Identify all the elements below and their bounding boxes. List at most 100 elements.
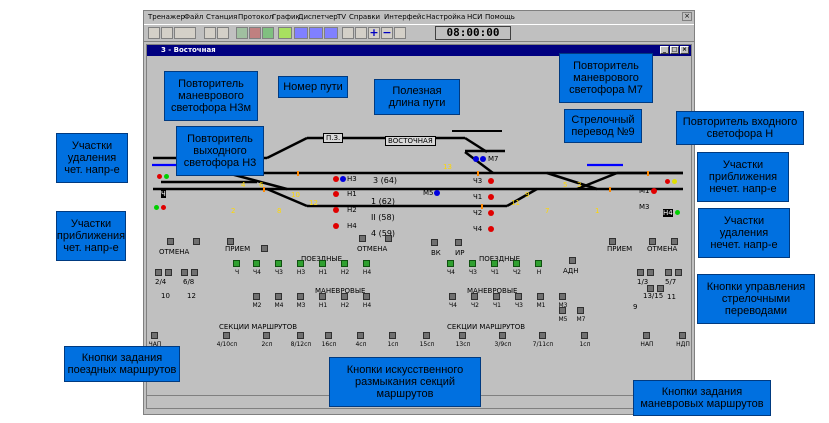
toolbar-button-1[interactable]: [148, 27, 160, 39]
signal-ch2-red[interactable]: [488, 210, 494, 216]
sw-btn-8[interactable]: [675, 269, 682, 276]
signal-n-red[interactable]: [651, 188, 657, 194]
sec-btn-1[interactable]: [389, 332, 396, 339]
menu-item-tv[interactable]: TV: [337, 13, 347, 21]
toolbar-button-6[interactable]: [236, 27, 248, 39]
shunt-btn-r-ch1[interactable]: [493, 293, 500, 300]
shunt-btn-m3[interactable]: [297, 293, 304, 300]
sec-btn-3-9[interactable]: [499, 332, 506, 339]
cancel-btn-1[interactable]: [359, 235, 366, 242]
sec-btn-2[interactable]: [263, 332, 270, 339]
toolbar-button-13[interactable]: [342, 27, 354, 39]
signal-ch1-red[interactable]: [488, 194, 494, 200]
sw-btn-2[interactable]: [165, 269, 172, 276]
signal-m7-blue-2[interactable]: [480, 156, 486, 162]
shunt-btn-r-m1[interactable]: [537, 293, 544, 300]
train-btn-n2[interactable]: [341, 260, 348, 267]
sig-ch-green-2[interactable]: [154, 205, 159, 210]
signal-n4-red[interactable]: [333, 223, 339, 229]
priem-btn-right[interactable]: [609, 238, 616, 245]
sec-btn-15[interactable]: [423, 332, 430, 339]
sw-btn-3[interactable]: [181, 269, 188, 276]
shunt-btn-r-ch3[interactable]: [515, 293, 522, 300]
sec-btn-ndp[interactable]: [679, 332, 686, 339]
signal-n3-red[interactable]: [333, 176, 339, 182]
shunt-btn-n2[interactable]: [341, 293, 348, 300]
close-icon[interactable]: ×: [680, 46, 689, 54]
shunt-btn-r-m3[interactable]: [559, 293, 566, 300]
cancel-btn-right-1[interactable]: [649, 238, 656, 245]
shunt-btn-r-m5[interactable]: [559, 307, 566, 314]
app-close-icon[interactable]: ×: [682, 12, 692, 21]
sec-btn-13[interactable]: [459, 332, 466, 339]
toolbar-button-8[interactable]: [262, 27, 274, 39]
priem-btn-left[interactable]: [227, 238, 234, 245]
sec-btn-16[interactable]: [325, 332, 332, 339]
sw-btn-10[interactable]: [657, 285, 664, 292]
toolbar-button-14[interactable]: [394, 27, 406, 39]
signal-n3-blue[interactable]: [340, 176, 346, 182]
sec-btn-4[interactable]: [357, 332, 364, 339]
adn-button[interactable]: [569, 257, 576, 264]
menu-item-interface[interactable]: Интерфейс: [384, 13, 426, 21]
shunt-btn-r-m7[interactable]: [577, 307, 584, 314]
train-btn-r-ch3[interactable]: [469, 260, 476, 267]
signal-ch3-red[interactable]: [488, 178, 494, 184]
signal-m7-blue[interactable]: [473, 156, 479, 162]
cancel-btn-right-2[interactable]: [671, 238, 678, 245]
menu-item-info[interactable]: Справки: [349, 13, 381, 21]
toolbar-button-4[interactable]: [204, 27, 216, 39]
train-btn-ch4[interactable]: [253, 260, 260, 267]
train-btn-ch3[interactable]: [275, 260, 282, 267]
menu-item-graph[interactable]: График: [272, 13, 300, 21]
sec-btn-nap[interactable]: [643, 332, 650, 339]
sw-btn-7[interactable]: [665, 269, 672, 276]
train-btn-r-ch4[interactable]: [447, 260, 454, 267]
menu-item-protocol[interactable]: Протокол: [238, 13, 274, 21]
menu-item-trainer[interactable]: Тренажер: [148, 13, 185, 21]
sec-btn-7-11[interactable]: [539, 332, 546, 339]
toolbar-button-3[interactable]: [174, 27, 196, 39]
cancel-btn-left-2[interactable]: [193, 238, 200, 245]
sec-btn-4-10[interactable]: [223, 332, 230, 339]
cancel-btn-left-1[interactable]: [167, 238, 174, 245]
signal-n2-red[interactable]: [333, 207, 339, 213]
zoom-out-icon[interactable]: −: [381, 26, 393, 39]
adn-btn-left[interactable]: [261, 245, 268, 252]
maximize-icon[interactable]: □: [670, 46, 679, 54]
ps-button[interactable]: П.З.: [323, 133, 344, 143]
signal-ch4-red[interactable]: [488, 226, 494, 232]
sig-ch-green-1[interactable]: [164, 174, 169, 179]
vk-button[interactable]: [431, 239, 438, 246]
sig-n-green-2[interactable]: [675, 210, 680, 215]
ir-button[interactable]: [455, 239, 462, 246]
shunt-btn-r-ch4[interactable]: [449, 293, 456, 300]
toolbar-button-7[interactable]: [249, 27, 261, 39]
menu-item-file[interactable]: Файл: [184, 13, 204, 21]
minimize-icon[interactable]: _: [660, 46, 669, 54]
sig-ch-red-2[interactable]: [161, 205, 166, 210]
sw-btn-4[interactable]: [191, 269, 198, 276]
train-btn-r-ch1[interactable]: [491, 260, 498, 267]
sec-btn-1r[interactable]: [581, 332, 588, 339]
menu-item-settings[interactable]: Настройка: [426, 13, 466, 21]
sec-btn-chap[interactable]: [151, 332, 158, 339]
menu-item-nsi[interactable]: НСИ: [467, 13, 483, 21]
shunt-btn-n1[interactable]: [319, 293, 326, 300]
shunt-btn-m2[interactable]: [253, 293, 260, 300]
toolbar-button-12[interactable]: [324, 27, 338, 39]
toolbar-button-10[interactable]: [294, 27, 308, 39]
train-btn-n4[interactable]: [363, 260, 370, 267]
sig-ch-red-1[interactable]: [157, 174, 162, 179]
train-btn-r-ch2[interactable]: [513, 260, 520, 267]
shunt-btn-r-ch2[interactable]: [471, 293, 478, 300]
toolbar-button-11[interactable]: [309, 27, 323, 39]
toolbar-button-9[interactable]: [278, 27, 292, 39]
signal-n1-red[interactable]: [333, 191, 339, 197]
sec-btn-8-12[interactable]: [297, 332, 304, 339]
sw-btn-9[interactable]: [647, 285, 654, 292]
train-btn-ch[interactable]: [233, 260, 240, 267]
sig-n-red-1[interactable]: [665, 179, 670, 184]
shunt-btn-n4[interactable]: [363, 293, 370, 300]
train-btn-n1[interactable]: [319, 260, 326, 267]
